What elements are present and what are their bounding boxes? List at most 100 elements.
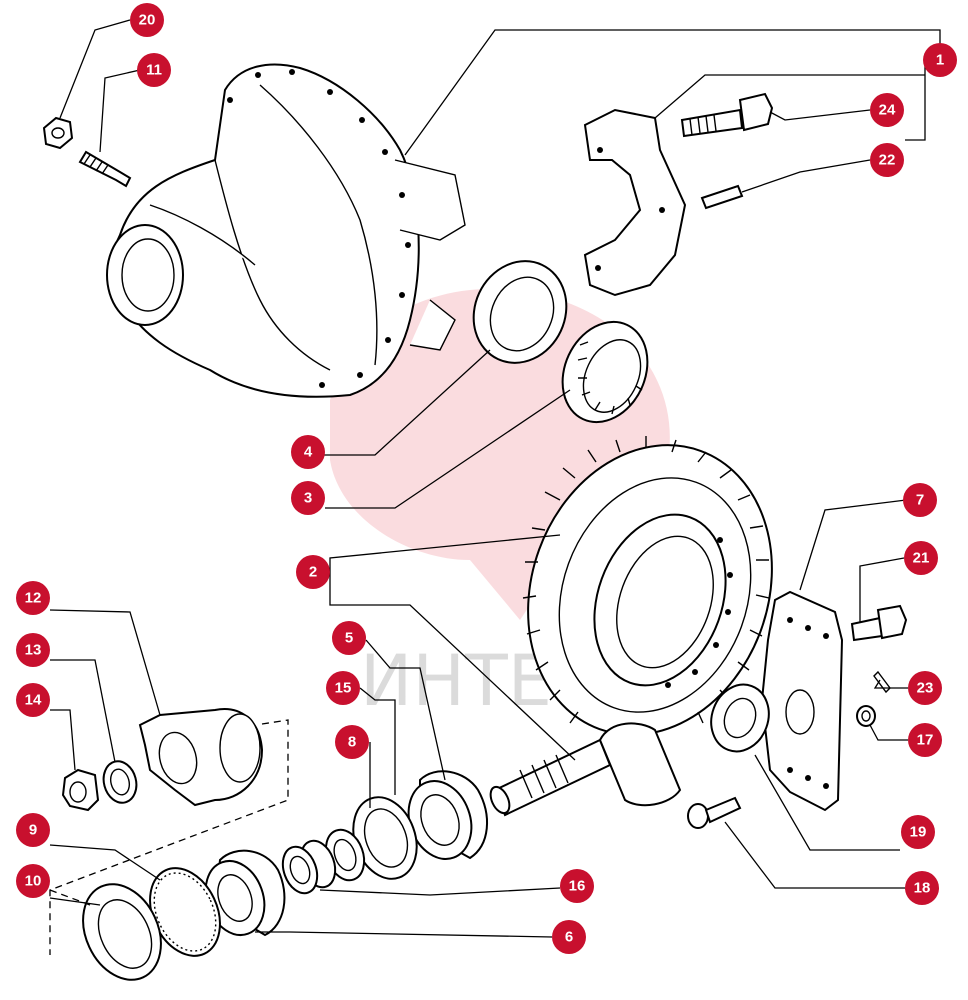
callout-9: 9 <box>16 813 50 847</box>
callout-label: 12 <box>25 590 42 607</box>
leader-5 <box>365 639 446 781</box>
callout-label: 5 <box>345 630 353 647</box>
callout-18: 18 <box>905 871 939 905</box>
callout-label: 18 <box>914 880 931 897</box>
callout-label: 22 <box>879 152 896 169</box>
callout-badge-circle <box>332 621 366 655</box>
callout-badge-circle <box>137 53 171 87</box>
callout-20: 20 <box>130 3 164 37</box>
callout-24: 24 <box>870 93 904 127</box>
leader-2b <box>329 575 576 761</box>
callout-label: 16 <box>569 878 586 895</box>
callout-badge-circle <box>908 723 942 757</box>
callout-label: 8 <box>348 734 356 751</box>
callout-19: 19 <box>901 815 935 849</box>
leader-3 <box>325 389 571 509</box>
watermark-text: ИНТЕ <box>360 640 552 722</box>
callout-label: 7 <box>916 492 924 509</box>
callout-16: 16 <box>560 869 594 903</box>
leader-20 <box>59 19 131 119</box>
callout-badge-circle <box>870 143 904 177</box>
leader-4 <box>320 349 491 456</box>
callout-badge-circle <box>903 483 937 517</box>
callout-1: 1 <box>923 43 957 77</box>
callout-15: 15 <box>326 671 360 705</box>
nut-20 <box>42 116 74 150</box>
callout-badge-circle <box>130 3 164 37</box>
leader-14 <box>50 709 76 771</box>
callout-6: 6 <box>552 920 586 954</box>
cotter-pin-23 <box>873 670 891 694</box>
callout-badge-circle <box>560 869 594 903</box>
callout-label: 4 <box>304 444 313 461</box>
callout-label: 3 <box>304 490 312 507</box>
callout-17: 17 <box>908 723 942 757</box>
callout-label: 9 <box>29 822 37 839</box>
callout-label: 15 <box>335 680 352 697</box>
callout-label: 19 <box>910 824 927 841</box>
pin-22 <box>700 184 744 210</box>
leader-21 <box>859 557 905 622</box>
seal-ring-4 <box>472 260 568 364</box>
callout-badge-circle <box>870 93 904 127</box>
callout-23: 23 <box>908 671 942 705</box>
leader-17 <box>869 724 908 741</box>
callout-badge-circle <box>908 671 942 705</box>
callout-badge-circle <box>904 541 938 575</box>
gasket-9 <box>149 867 221 957</box>
leader-7 <box>799 499 907 591</box>
adjusting-ring-3 <box>561 320 649 424</box>
nut-14 <box>61 768 100 812</box>
mounting-plate-7 <box>760 590 844 812</box>
callout-badge-circle <box>552 920 586 954</box>
leader-12 <box>49 609 161 716</box>
callout-badge-circle <box>923 43 957 77</box>
callout-2: 2 <box>296 555 330 589</box>
callout-13: 13 <box>16 633 50 667</box>
callout-badge-circle <box>335 725 369 759</box>
bolt-24 <box>680 92 774 138</box>
callout-label: 6 <box>565 929 573 946</box>
callout-badge-circle <box>16 633 50 667</box>
callout-8: 8 <box>335 725 369 759</box>
callout-3: 3 <box>291 481 325 515</box>
callout-label: 21 <box>913 550 930 567</box>
leader-16 <box>319 887 561 896</box>
callout-label: 1 <box>936 52 944 69</box>
callout-10: 10 <box>16 864 50 898</box>
bearing-cap <box>583 108 687 297</box>
leader-13 <box>50 659 116 763</box>
leader-10 <box>49 897 101 906</box>
callout-badges: 1 2 3 4 5 6 7 8 <box>16 3 957 954</box>
bearing-19 <box>710 683 770 753</box>
pinion-shaft <box>489 722 682 817</box>
bolt-21 <box>850 604 908 642</box>
leader-1 <box>404 29 941 156</box>
callout-11: 11 <box>137 53 171 87</box>
callout-4: 4 <box>291 435 325 469</box>
leader-18 <box>724 821 905 889</box>
callout-badge-circle <box>291 481 325 515</box>
leader-15 <box>359 687 396 795</box>
callout-badge-circle <box>905 871 939 905</box>
callout-label: 23 <box>917 680 934 697</box>
callout-badge-circle <box>16 683 50 717</box>
callout-12: 12 <box>16 581 50 615</box>
callout-badge-circle <box>296 555 330 589</box>
bearing-5 <box>407 770 488 860</box>
leader-19 <box>754 754 900 851</box>
leader-1b <box>905 60 926 141</box>
leader-1c <box>654 74 925 119</box>
callout-label: 14 <box>25 692 42 709</box>
leader-9 <box>49 844 161 881</box>
callout-label: 13 <box>25 642 42 659</box>
shim-16 <box>281 839 337 895</box>
leader-6 <box>255 931 553 938</box>
washer-17 <box>856 705 876 727</box>
callout-14: 14 <box>16 683 50 717</box>
differential-housing <box>106 63 466 398</box>
leader-22 <box>741 159 871 193</box>
callout-badge-circle <box>901 815 935 849</box>
callout-badge-circle <box>16 864 50 898</box>
